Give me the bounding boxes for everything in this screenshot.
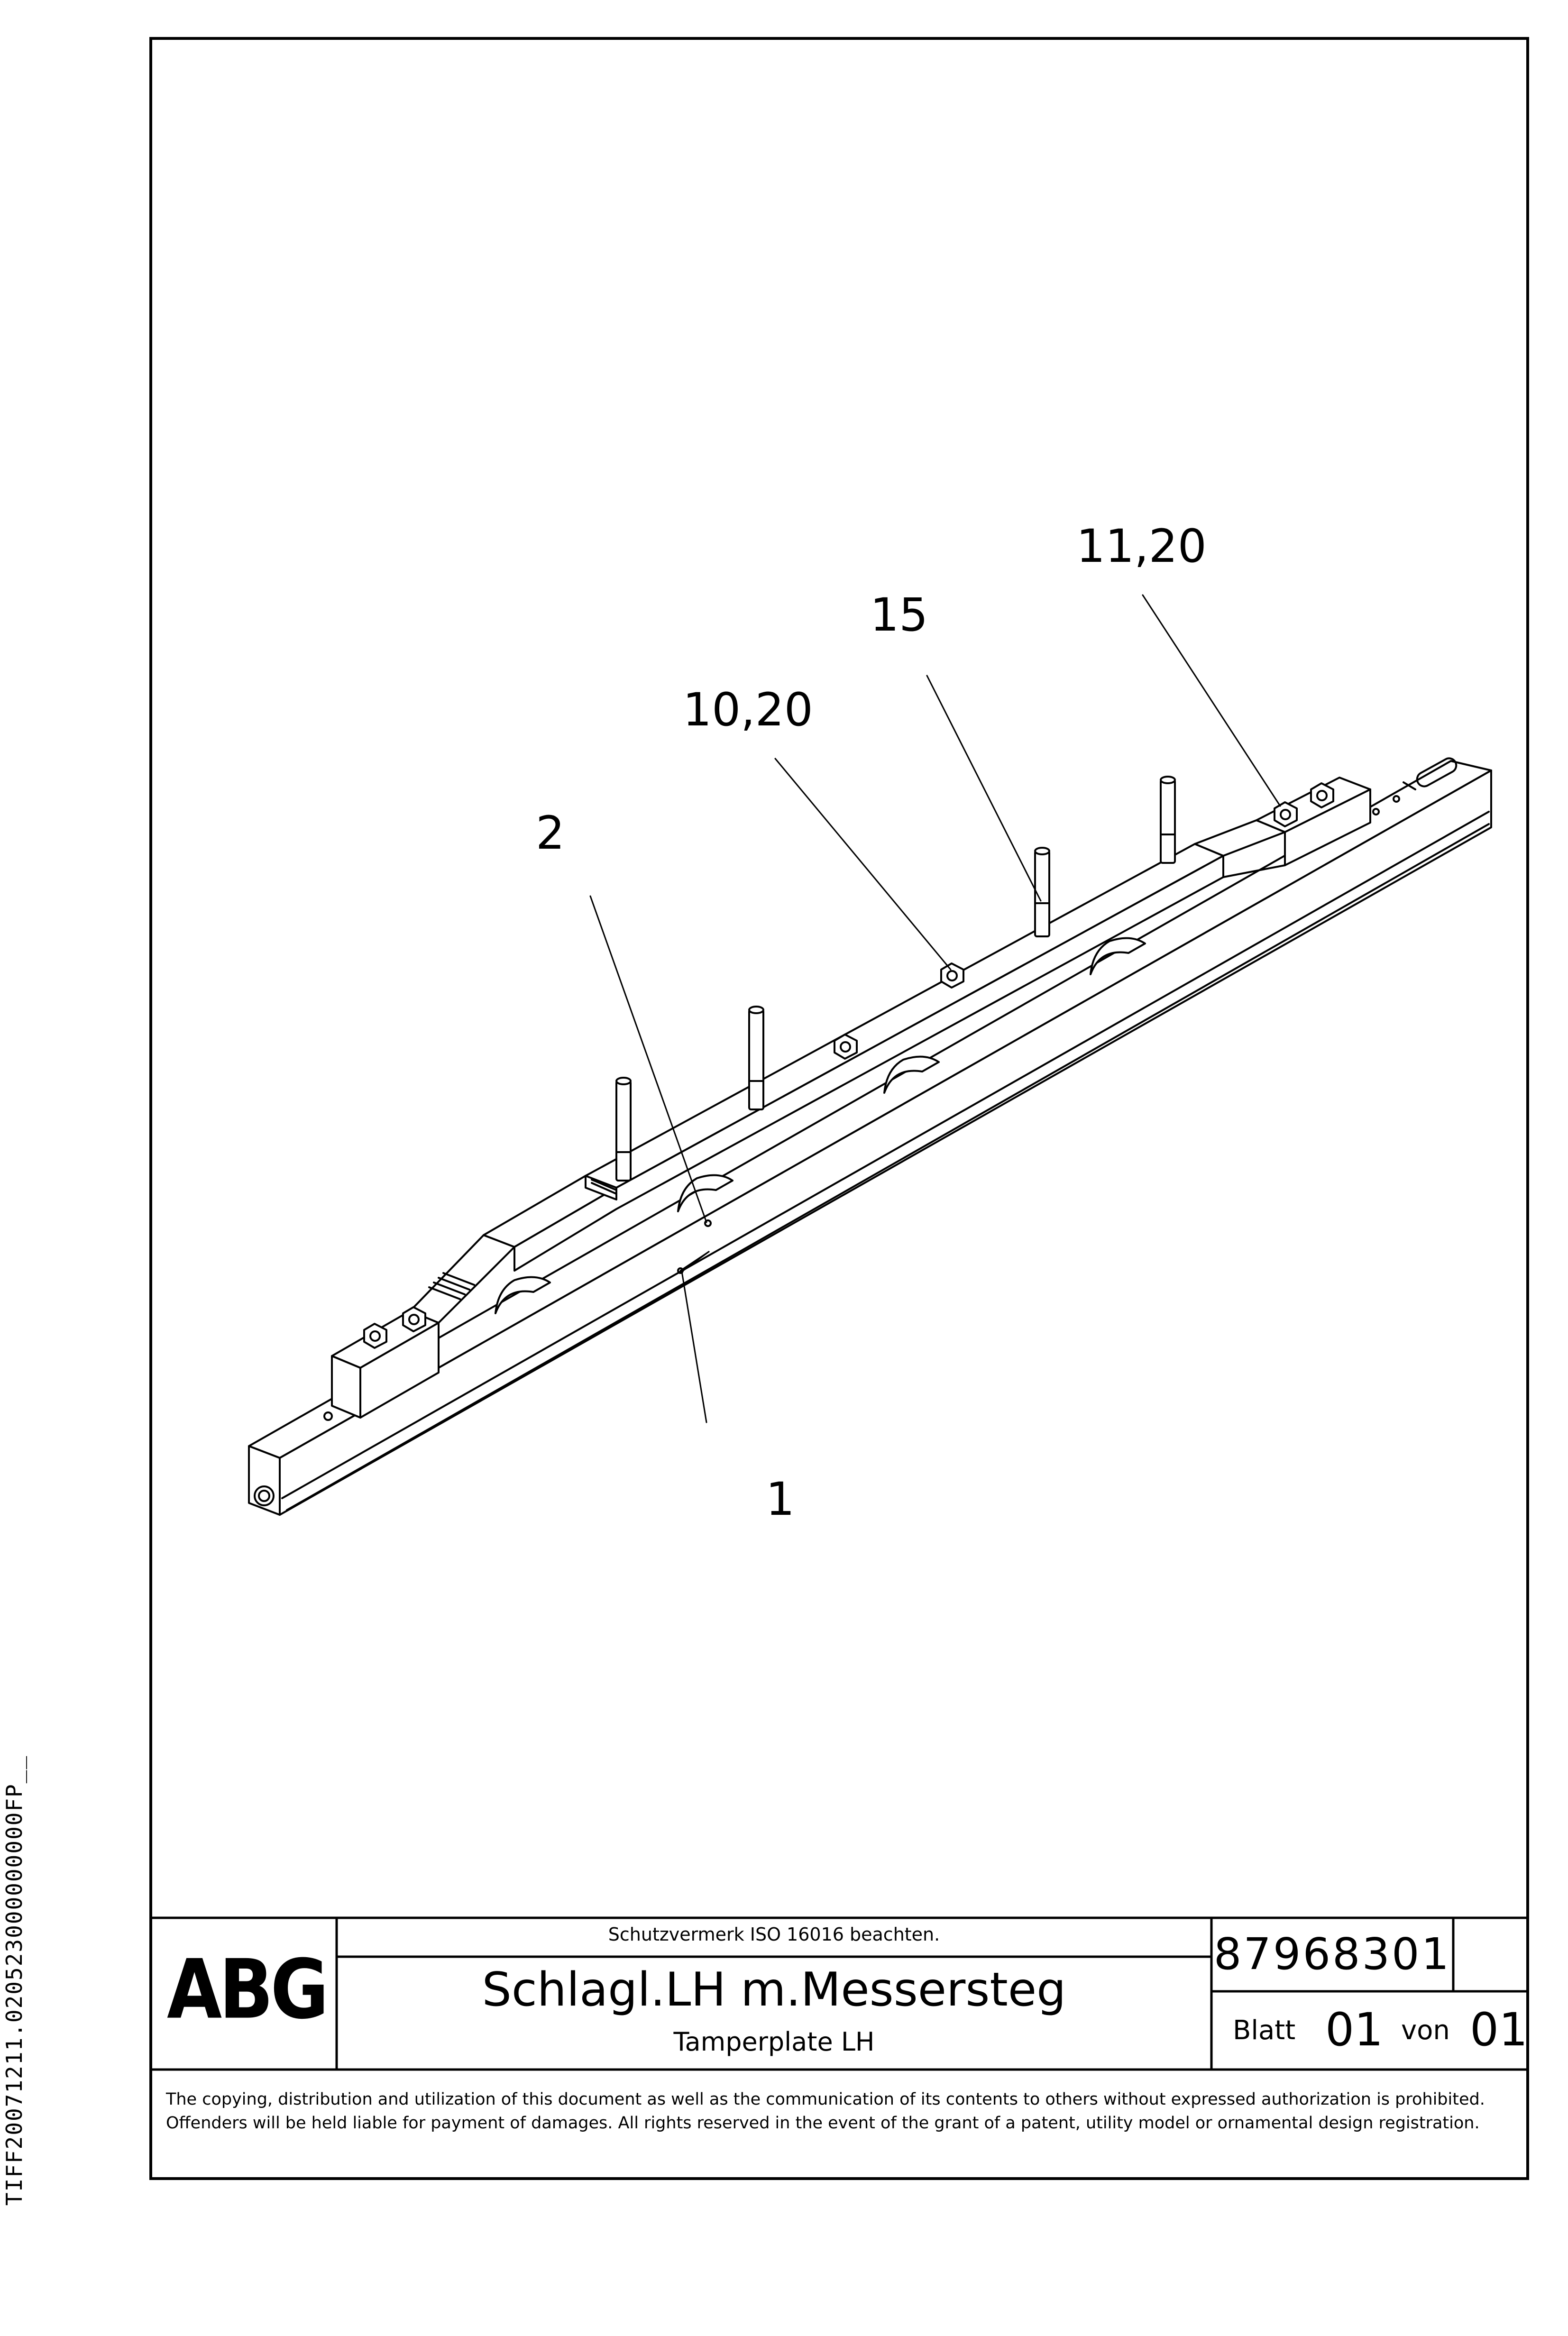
part-number: 87968301 (1213, 1929, 1451, 1979)
cutouts (495, 937, 1146, 1314)
callout-2: 2 (536, 806, 565, 860)
protection-notice: Schutzvermerk ISO 16016 beachten. (608, 1924, 940, 1945)
callout-11-20: 11,20 (1076, 520, 1207, 573)
tamperplate-drawing: 1 2 10,20 15 11,20 (149, 520, 1529, 2071)
sheet-label: Blatt (1233, 2015, 1296, 2046)
main-bar-part-1 (248, 757, 1492, 1516)
drawing-frame (149, 37, 1529, 2180)
leader-lines (589, 594, 1281, 1423)
callout-10-20: 10,20 (683, 683, 813, 736)
pins (615, 776, 1176, 1182)
of-label: von (1401, 2015, 1450, 2046)
title-block-lines (149, 1916, 1529, 2071)
title-english: Tamperplate LH (673, 2027, 875, 2057)
sheet-total: 01 (1470, 2003, 1528, 2056)
abg-logo: ABG (167, 1942, 329, 2038)
nuts (363, 782, 1334, 1349)
callout-1: 1 (766, 1473, 795, 1526)
copyright-notice: The copying, distribution and utilizatio… (166, 2090, 1485, 2133)
title-german: Schlagl.LH m.Messersteg (482, 1963, 1066, 2017)
callout-15: 15 (870, 588, 928, 641)
sheet-number: 01 (1325, 2003, 1384, 2056)
